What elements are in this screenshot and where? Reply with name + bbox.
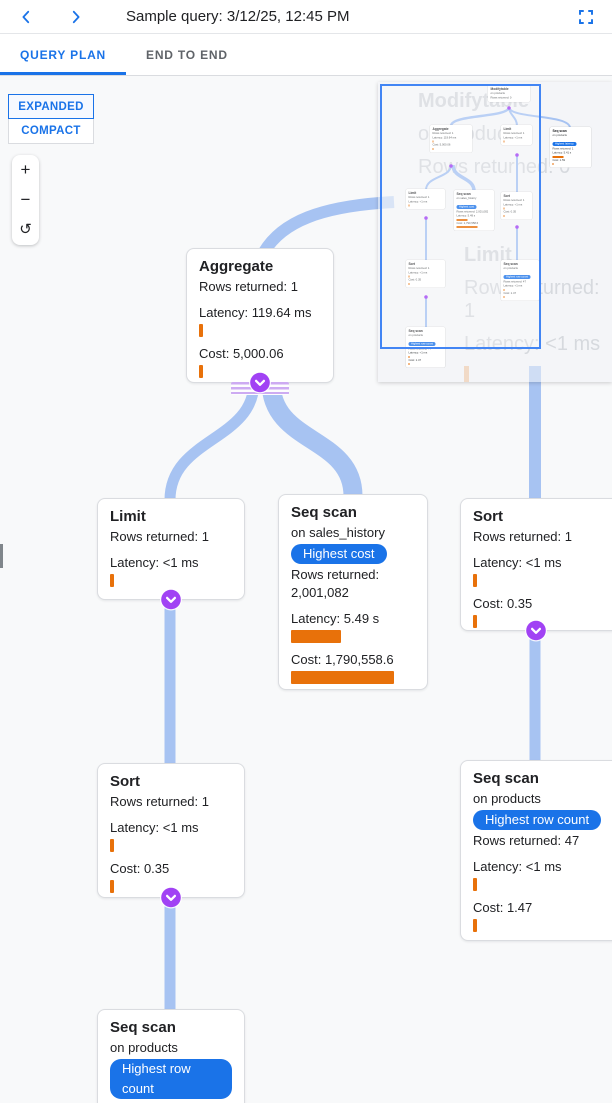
latency-bar — [291, 630, 341, 643]
query-plan-canvas[interactable]: Modifytable on products Rows returned: 0… — [0, 76, 612, 1103]
fullscreen-button[interactable] — [574, 5, 598, 29]
collapse-node-button[interactable] — [525, 619, 548, 642]
collapse-node-button[interactable] — [160, 588, 183, 611]
zoom-out-button[interactable]: − — [12, 185, 39, 215]
minimap-collapse-dots — [424, 106, 519, 299]
fullscreen-icon — [579, 9, 593, 24]
node-rows: Rows returned: 1 — [199, 279, 298, 294]
plan-node-sort-left[interactable]: Sort Rows returned: 1 Latency: <1 ms Cos… — [97, 763, 245, 909]
node-table: on sales_history — [291, 525, 385, 540]
node-title: Seq scan — [110, 1019, 176, 1036]
node-rows: Rows returned: 47 — [473, 833, 580, 848]
chevron-down-circle-icon — [160, 588, 182, 611]
plan-node-sort-right[interactable]: Sort Rows returned: 1 Latency: <1 ms Cos… — [460, 498, 612, 642]
node-title: Limit — [110, 508, 146, 525]
plan-node-seqscan-products-right[interactable]: Seq scan on products Highest row count R… — [460, 760, 612, 941]
node-cost: Cost: 1.47 — [473, 900, 533, 915]
cost-bar — [291, 671, 394, 684]
node-latency: Latency: 5.49 s — [291, 611, 380, 626]
node-title: Aggregate — [199, 258, 274, 275]
node-rows: Rows returned: 1 — [110, 529, 209, 544]
zoom-controls: + − ↺ — [12, 155, 39, 245]
node-cost: Cost: 5,000.06 — [199, 346, 284, 361]
chevron-right-icon — [72, 10, 80, 23]
node-latency: Latency: <1 ms — [110, 820, 199, 835]
node-title: Sort — [110, 773, 140, 790]
cost-bar — [473, 615, 477, 628]
node-title: Seq scan — [473, 770, 539, 787]
collapse-node-button[interactable] — [249, 371, 272, 394]
latency-bar — [473, 878, 477, 891]
latency-bar — [110, 839, 114, 852]
node-cost: Cost: 1,790,558.6 — [291, 652, 394, 667]
node-rows: Rows returned: 1 — [110, 794, 209, 809]
node-rows: Rows returned: 1 — [473, 529, 572, 544]
header: Sample query: 3/12/25, 12:45 PM — [0, 0, 612, 34]
latency-bar — [110, 574, 114, 587]
plan-node-limit[interactable]: Limit Rows returned: 1 Latency: <1 ms — [97, 498, 245, 611]
node-latency: Latency: <1 ms — [473, 555, 562, 570]
cost-bar — [473, 919, 477, 932]
highest-row-count-badge: Highest row count — [110, 1059, 232, 1099]
node-latency: Latency: <1 ms — [110, 555, 199, 570]
zoom-in-button[interactable]: + — [12, 155, 39, 185]
node-cost: Cost: 0.35 — [473, 596, 533, 611]
node-cost: Cost: 0.35 — [110, 861, 170, 876]
latency-bar — [473, 574, 477, 587]
view-toggle: EXPANDED COMPACT — [8, 94, 94, 144]
chevron-down-circle-icon — [249, 371, 271, 394]
chevron-left-icon — [22, 10, 30, 23]
cost-bar — [110, 880, 114, 893]
latency-bar — [199, 324, 203, 337]
cost-bar — [199, 365, 203, 378]
plan-node-aggregate[interactable]: Aggregate Rows returned: 1 Latency: 119.… — [186, 248, 334, 395]
chevron-down-circle-icon — [160, 886, 182, 909]
minimap-viewport[interactable] — [380, 84, 541, 349]
tab-bar: QUERY PLAN END TO END — [0, 34, 612, 76]
node-latency: Latency: <1 ms — [473, 859, 562, 874]
plan-edges — [164, 196, 541, 1014]
node-table: on products — [110, 1040, 178, 1055]
compact-button[interactable]: COMPACT — [8, 119, 94, 144]
plan-node-seqscan-products-bottom[interactable]: Seq scan on products Highest row count R… — [97, 1009, 245, 1103]
collapse-node-button[interactable] — [160, 886, 183, 909]
reset-zoom-button[interactable]: ↺ — [12, 215, 39, 245]
back-button[interactable] — [14, 5, 38, 29]
node-title: Sort — [473, 508, 503, 525]
node-latency: Latency: 119.64 ms — [199, 305, 312, 320]
left-scrollbar-thumb[interactable] — [0, 544, 3, 568]
plan-node-seqscan-sales-history[interactable]: Seq scan on sales_history Highest cost R… — [278, 494, 428, 690]
node-rows: Rows returned: 2,001,082 — [291, 567, 380, 600]
node-title: Seq scan — [291, 504, 357, 521]
highest-row-count-badge: Highest row count — [473, 810, 602, 830]
chevron-down-circle-icon — [525, 619, 547, 642]
highest-cost-badge: Highest cost — [291, 544, 387, 564]
forward-button[interactable] — [64, 5, 88, 29]
node-table: on products — [473, 791, 541, 806]
tab-end-to-end[interactable]: END TO END — [146, 48, 228, 62]
page-title: Sample query: 3/12/25, 12:45 PM — [126, 8, 350, 25]
expanded-button[interactable]: EXPANDED — [8, 94, 94, 119]
tab-query-plan[interactable]: QUERY PLAN — [0, 34, 127, 75]
